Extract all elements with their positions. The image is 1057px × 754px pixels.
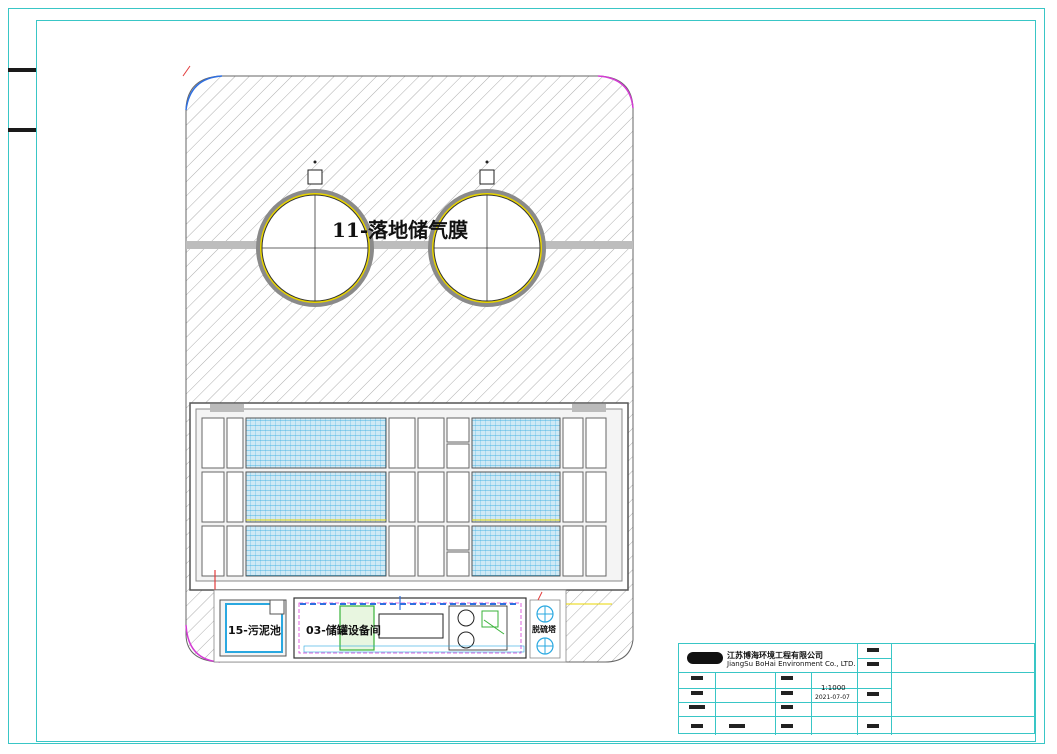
site-boundary-accent [185, 75, 223, 111]
treatment-tank-block [189, 402, 629, 591]
field-mark [689, 705, 705, 709]
left-revision-strip [8, 20, 36, 140]
title-block: 江苏博海环境工程有限公司 JiangSu BoHai Environment C… [678, 643, 1036, 735]
field-mark [781, 676, 793, 680]
drawing-outer-frame [8, 8, 1045, 744]
tank-row-middle [201, 471, 607, 523]
desulfurization-tower [529, 591, 561, 659]
strip-mark [8, 128, 36, 132]
field-mark [781, 691, 793, 695]
field-mark [867, 724, 879, 728]
site-boundary-accent [597, 75, 634, 109]
tower-label: 脱硫塔 [532, 625, 556, 634]
field-mark [691, 676, 703, 680]
company-logo [687, 652, 723, 664]
sludge-pool-label: 15-污泥池 [228, 624, 281, 637]
gas-membrane-left [256, 160, 374, 307]
drawing-inner-frame [36, 20, 1036, 742]
road-band [186, 241, 633, 249]
corner-mark [182, 65, 191, 77]
tank-row-top [201, 417, 607, 469]
field-mark [867, 648, 879, 652]
equipment-room [293, 596, 527, 659]
drawing-date: 2021-07-07 [815, 694, 850, 701]
gas-membrane-right [428, 160, 546, 307]
strip-mark [8, 68, 36, 72]
field-mark [781, 705, 793, 709]
company-name-cn: 江苏博海环境工程有限公司 [727, 651, 823, 660]
equipment-room-label: 03-储罐设备间 [306, 624, 381, 637]
field-mark [867, 692, 879, 696]
field-mark [691, 724, 703, 728]
gas-membrane-label: 11-落地储气膜 [332, 218, 469, 242]
sludge-pool [219, 599, 287, 657]
field-mark [729, 724, 745, 728]
company-name-en: JiangSu BoHai Environment Co., LTD. [727, 660, 856, 668]
field-mark [867, 662, 879, 666]
field-mark [691, 691, 703, 695]
field-mark [781, 724, 793, 728]
tank-row-bottom [201, 525, 607, 577]
drawing-scale: 1:1000 [821, 684, 846, 692]
